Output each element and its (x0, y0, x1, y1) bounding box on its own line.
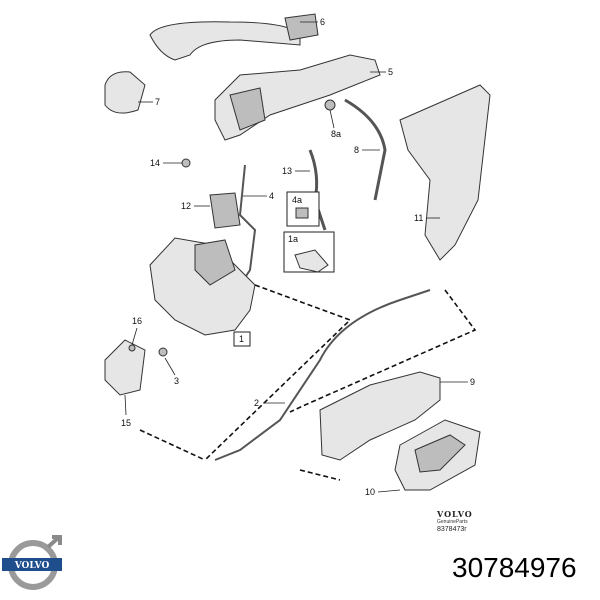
screw-14 (181, 158, 191, 168)
callout-14: 14 (150, 158, 160, 168)
assembly-outline-left (139, 429, 206, 461)
leader-lines (124, 21, 468, 493)
lock-motor (194, 239, 236, 286)
assembly-outline-right (289, 289, 477, 413)
clip-4a (295, 207, 309, 219)
part-number: 30784976 (452, 552, 577, 583)
callout-7: 7 (155, 97, 160, 107)
grommet-8a (324, 99, 336, 111)
striker-15 (104, 339, 146, 396)
callout-4: 4 (269, 191, 274, 201)
assembly-outline-upper (204, 284, 352, 461)
callout-11: 11 (414, 213, 423, 223)
callout-9: 9 (470, 377, 475, 387)
svg-text:VOLVO: VOLVO (14, 561, 50, 571)
handle-cap (284, 13, 319, 41)
callout-6: 6 (320, 17, 325, 27)
callout-5: 5 (388, 67, 393, 77)
screw-16 (128, 344, 136, 352)
genuine-parts-label: GenuineParts (437, 519, 468, 525)
callout-1: 1 (239, 334, 244, 344)
callout-15: 15 (121, 418, 131, 428)
callout-1a: 1a (288, 234, 298, 244)
cable-2 (214, 289, 431, 461)
callout-10: 10 (365, 487, 375, 497)
callout-13: 13 (282, 166, 292, 176)
callout-16: 16 (132, 316, 142, 326)
rod-8 (344, 98, 387, 201)
screw-3 (158, 347, 168, 357)
outside-handle (149, 21, 301, 61)
callout-2: 2 (254, 398, 259, 408)
bezel-recess (414, 434, 466, 473)
clip-12 (209, 192, 241, 229)
callout-8a: 8a (331, 129, 341, 139)
volvo-logo: VOLVO (2, 535, 62, 590)
clip-1a (294, 249, 329, 273)
volvo-wordmark: VOLVO (437, 509, 473, 519)
callout-1-box (233, 331, 251, 347)
callout-4a: 4a (292, 195, 302, 205)
drawing-reference: 8378473r (437, 526, 467, 533)
rod-4 (238, 164, 257, 286)
cover-7 (104, 71, 146, 114)
callout-8: 8 (354, 145, 359, 155)
callout-12: 12 (181, 201, 191, 211)
inner-handle-9 (319, 371, 441, 461)
callout-3: 3 (174, 376, 179, 386)
bracket-detail (229, 87, 266, 131)
assembly-outline-bottom (299, 469, 341, 481)
panel-11 (399, 84, 491, 261)
